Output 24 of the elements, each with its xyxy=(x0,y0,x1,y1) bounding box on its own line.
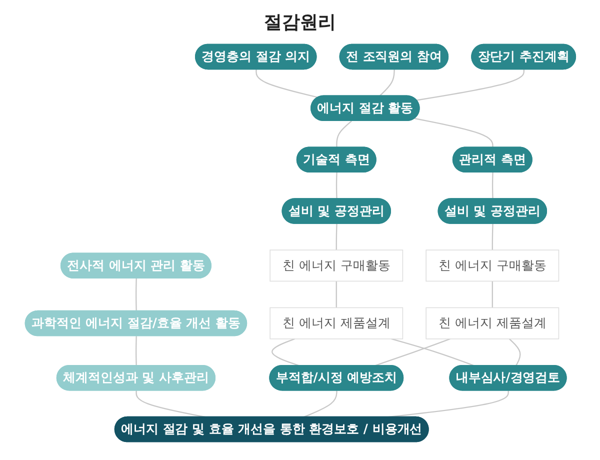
node-box: 친 에너지 구매활동 xyxy=(269,250,403,282)
connector xyxy=(135,390,206,418)
connector xyxy=(135,278,136,312)
connector xyxy=(336,120,352,148)
connector xyxy=(390,338,474,366)
connector xyxy=(416,70,524,101)
connector xyxy=(135,336,136,366)
connector xyxy=(491,281,493,308)
connector xyxy=(374,338,450,366)
connector xyxy=(302,390,337,418)
connector xyxy=(271,338,300,366)
connector xyxy=(508,338,520,366)
connector xyxy=(335,281,337,308)
node-box: 친 에너지 제품설계 xyxy=(269,307,403,340)
connector xyxy=(491,224,493,250)
connector xyxy=(336,172,337,199)
node-box: 친 에너지 제품설계 xyxy=(425,307,559,340)
connector xyxy=(492,172,493,199)
connector xyxy=(414,118,493,148)
connector xyxy=(255,70,318,98)
connector xyxy=(378,70,394,96)
diagram-title: 절감원리 xyxy=(263,11,337,34)
node-box: 친 에너지 구매활동 xyxy=(425,250,559,282)
connector xyxy=(335,224,337,250)
